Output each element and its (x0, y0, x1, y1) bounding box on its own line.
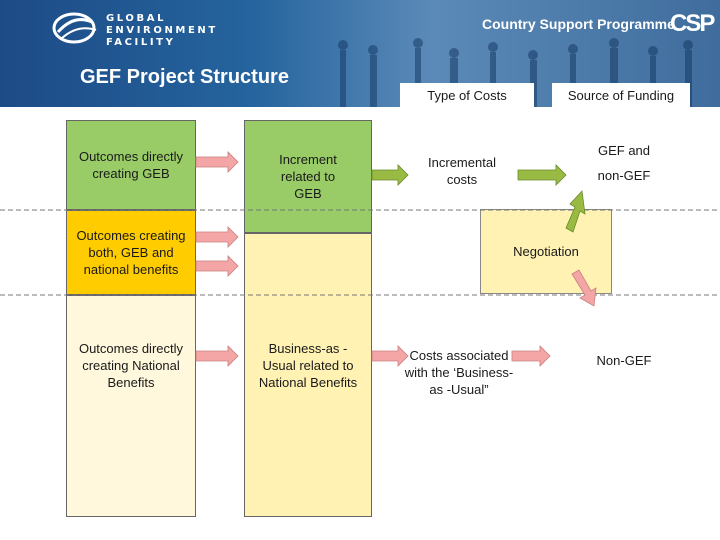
outcome-both-box: Outcomes creating both, GEB and national… (66, 210, 196, 295)
bau-activity-arrow (371, 345, 409, 367)
org-name: GLOBAL ENVIRONMENT FACILITY (106, 13, 218, 49)
negotiation-up-arrow (565, 190, 586, 233)
outcome-national-box: Outcomes directly creating National Bene… (66, 295, 196, 517)
bau-costs-label: Costs associated with the ‘Business-as -… (404, 348, 514, 397)
gef-globe-logo (52, 12, 97, 44)
outcome-both-lower-arrow (195, 255, 239, 277)
outcome-national-label: Outcomes directly creating National Bene… (78, 341, 184, 390)
incremental-costs-arrow (517, 164, 567, 186)
negotiation-down-arrow (571, 269, 597, 307)
bau-activity-box: Business-as - Usual related to National … (244, 233, 372, 517)
type-of-costs-header: Type of Costs (400, 83, 534, 107)
incremental-costs-label: Incremental costs (428, 155, 496, 187)
incremental-activity-arrow (371, 164, 409, 186)
outcome-geb-label: Outcomes directly creating GEB (78, 149, 184, 181)
outcome-national-arrow (195, 345, 239, 367)
people-silhouettes-image (338, 38, 693, 107)
gef-and-label: GEF and (597, 143, 651, 158)
org-name-line: FACILITY (106, 37, 176, 48)
org-name-line: ENVIRONMENT (106, 25, 218, 36)
header-banner: GLOBAL ENVIRONMENT FACILITY Country Supp… (0, 0, 720, 107)
programme-name: Country Support Programme (482, 16, 675, 32)
bau-activity-label: Business-as - Usual related to National … (258, 341, 358, 390)
csp-logo: CSP (670, 10, 715, 37)
outcome-both-label: Outcomes creating both, GEB and national… (76, 228, 186, 277)
incremental-activity-label: Increment related to GEB (279, 152, 337, 201)
outcome-geb-arrow (195, 151, 239, 173)
org-name-line: GLOBAL (106, 13, 167, 24)
source-of-funding-header: Source of Funding (552, 83, 690, 107)
outcome-both-upper-arrow (195, 226, 239, 248)
page-title: GEF Project Structure (80, 66, 289, 88)
incremental-activity-box: Increment related to GEB (244, 120, 372, 233)
non-gef-top-label: non-GEF (597, 168, 651, 183)
bau-costs-arrow (511, 345, 551, 367)
negotiation-box: Negotiation (480, 209, 612, 294)
non-gef-label: Non-GEF (596, 353, 652, 368)
negotiation-label: Negotiation (513, 244, 579, 259)
